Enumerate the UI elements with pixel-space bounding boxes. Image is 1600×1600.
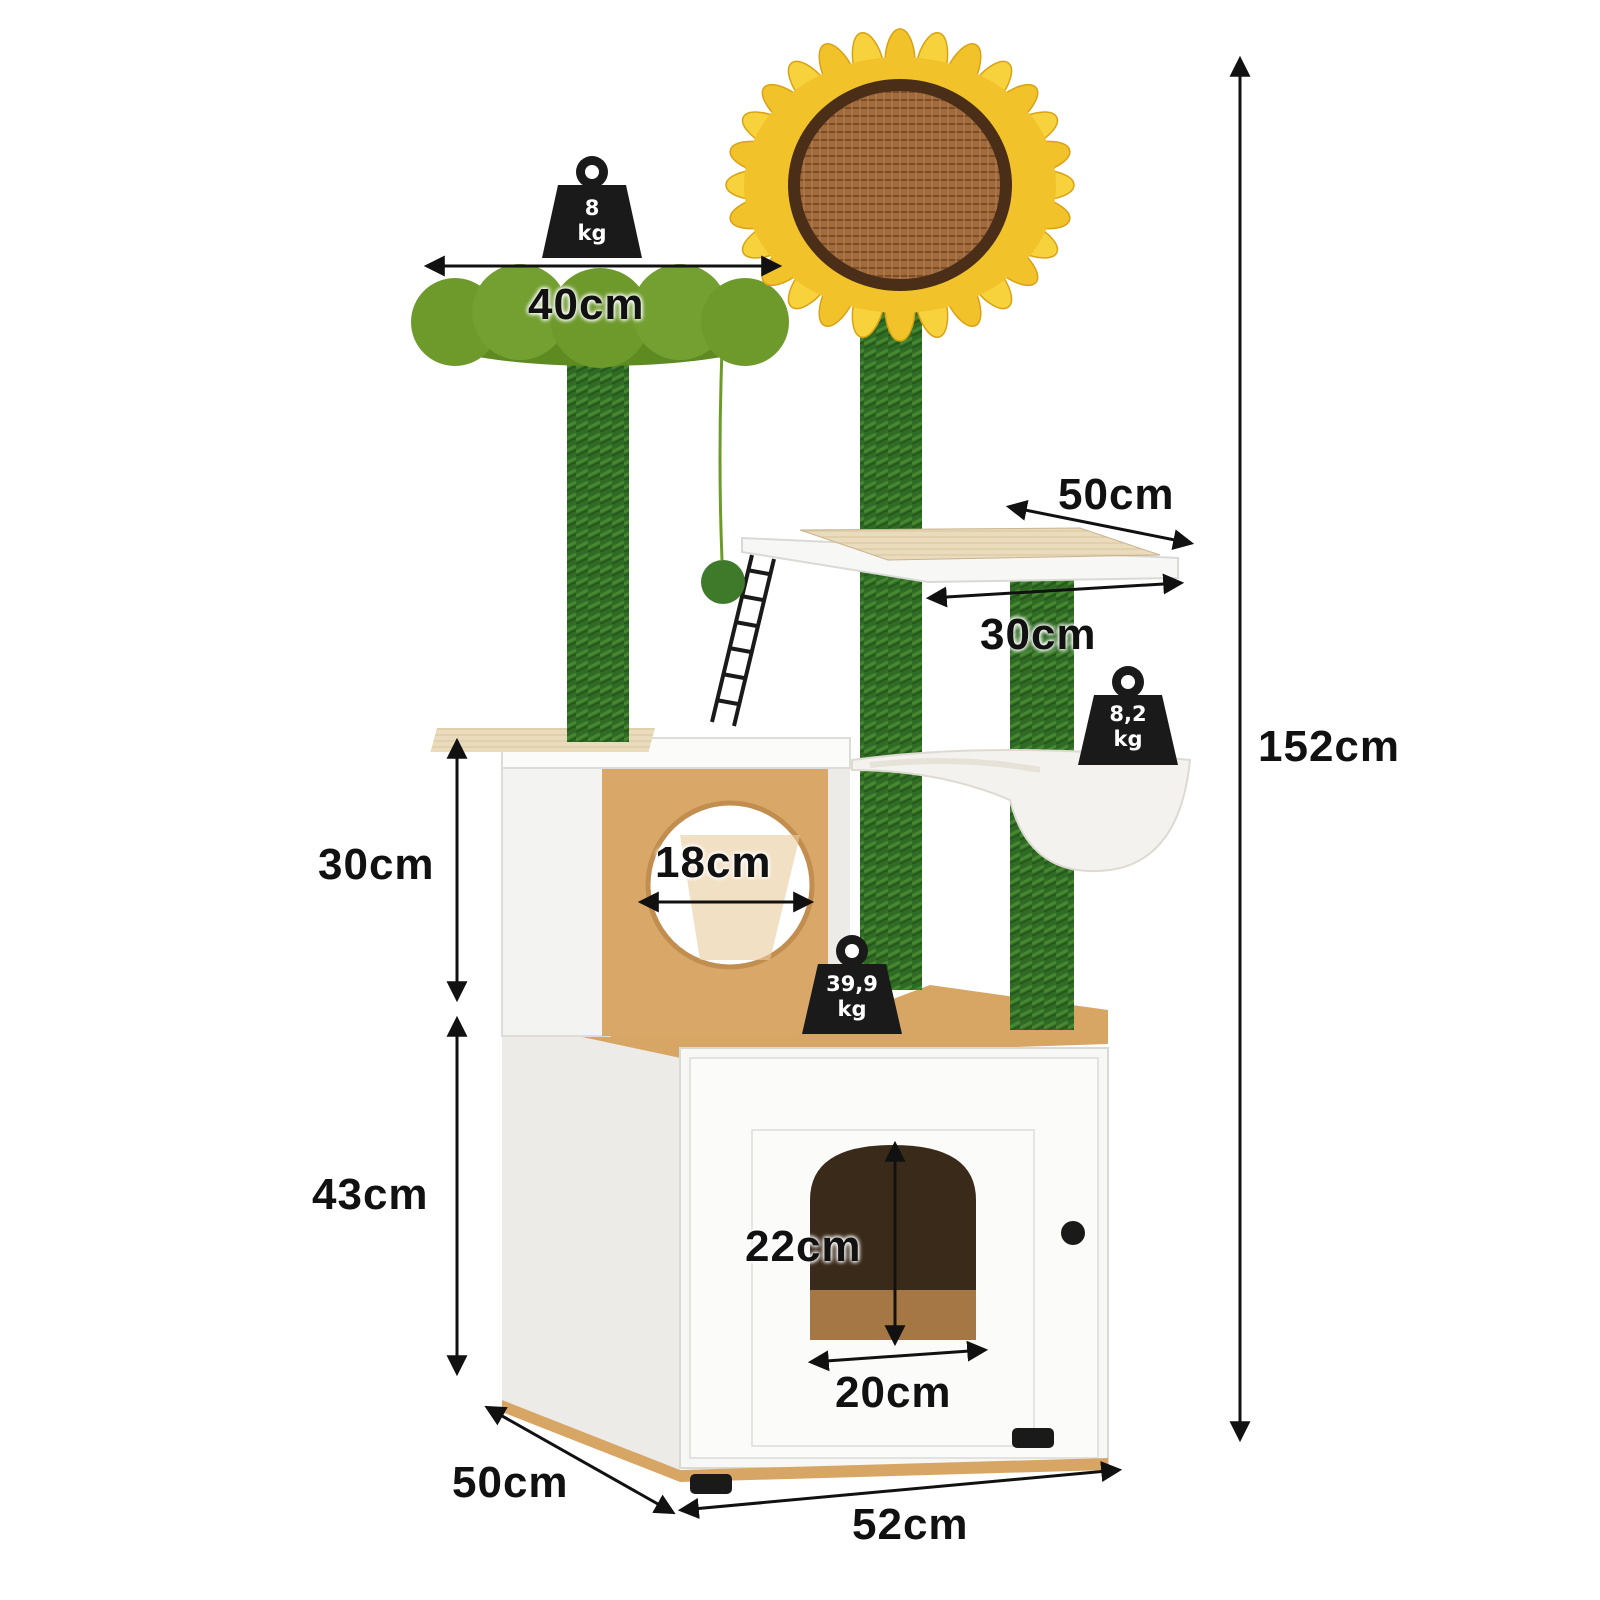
- hole-diameter-label: 18cm: [655, 838, 772, 887]
- opening-width-label: 20cm: [835, 1368, 952, 1417]
- hammock-weight-label: 8,2 kg: [1109, 702, 1147, 751]
- weight-icon: [802, 935, 902, 1034]
- dimension-lines: [423, 55, 1251, 1519]
- base-width-label: 52cm: [852, 1500, 969, 1549]
- platform-length-label: 50cm: [1058, 470, 1175, 519]
- toy-string: [718, 349, 724, 561]
- top-platform: [741, 527, 1179, 584]
- plush-perch: [411, 264, 789, 604]
- opening-height-label: 22cm: [745, 1222, 862, 1271]
- foot: [690, 1474, 732, 1494]
- cabinet-height-label: 43cm: [312, 1170, 429, 1219]
- weight-icon: [1078, 666, 1178, 765]
- base-width-arrow: [677, 1461, 1123, 1519]
- door-knob: [1061, 1221, 1085, 1245]
- weight-icon: [542, 156, 642, 258]
- total-height-label: 152cm: [1258, 722, 1401, 771]
- base-depth-label: 50cm: [452, 1458, 569, 1507]
- base-depth-arrow: [484, 1405, 676, 1515]
- plush-hammock: [851, 749, 1192, 873]
- platform-width-label: 30cm: [980, 610, 1097, 659]
- platform-width-arrow: [925, 573, 1185, 608]
- cube-height-label: 30cm: [318, 840, 435, 889]
- ladder: [710, 554, 776, 727]
- perch-weight-label: 8 kg: [577, 196, 607, 245]
- hanging-ball-toy: [701, 560, 745, 604]
- left-sisal-post: [567, 360, 629, 742]
- platform-length-arrow: [1005, 499, 1195, 551]
- opening-width-arrow: [807, 1340, 989, 1372]
- perch-width-label: 40cm: [528, 280, 645, 329]
- foot: [1012, 1428, 1054, 1448]
- sunflower-scratch-pad: [725, 28, 1075, 342]
- cabinet-weight-label: 39,9 kg: [826, 972, 878, 1021]
- center-sisal-post: [860, 295, 922, 990]
